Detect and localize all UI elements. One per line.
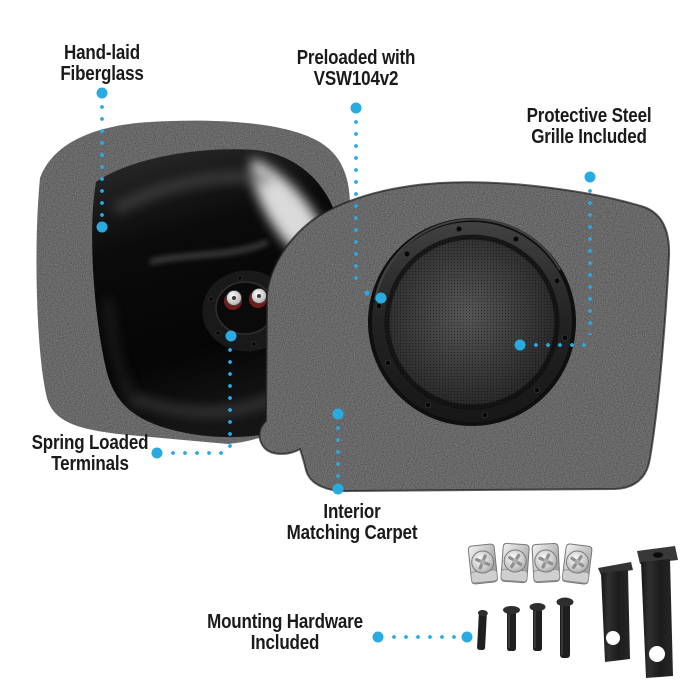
label-line-2: VSW104v2 [313,68,399,90]
connector-endpoint-dot [372,631,384,643]
mounting-clips [466,541,594,587]
dotted-connector-carpet [336,422,340,482]
connector-endpoint-dot [461,631,473,643]
dotted-connector-terminals-v [228,344,232,448]
connector-endpoint-dot [151,447,163,459]
connector-endpoint-dot [375,292,387,304]
connector-endpoint-dot [332,408,344,420]
connector-endpoint-dot [332,483,344,495]
label-line-1: Protective Steel [526,105,652,127]
callout-matching-carpet: Interior Matching Carpet [287,502,418,544]
bracket-hole [606,631,620,645]
connector-endpoint-dot [96,87,108,99]
dotted-connector-fiberglass [100,101,104,221]
dotted-connector-preloaded [354,116,358,284]
callout-hand-laid-fiberglass: Hand-laid Fiberglass [60,42,144,85]
connector-endpoint-dot [514,339,526,351]
dotted-connector-grille-v [588,185,592,335]
grille-mesh-perforation [385,235,559,409]
callout-preloaded-subwoofer: Preloaded with VSW104v2 [297,48,416,90]
mounting-hardware-kit [466,541,678,678]
label-line-2: Grille Included [531,126,647,148]
label-line-1: Preloaded with [296,47,416,69]
subwoofer-grille [368,218,576,426]
spring-terminal-posts [224,288,267,310]
dotted-connector-grille-h [530,343,588,347]
connector-endpoint-dot [96,221,108,233]
label-line-1: Mounting Hardware [207,611,363,633]
mounting-bracket-right [637,546,678,678]
connector-endpoint-dot [350,102,362,114]
label-line-2: Terminals [51,453,129,475]
callout-spring-terminals: Spring Loaded Terminals [32,433,149,475]
label-line-1: Hand-laid [64,42,140,64]
bracket-top-hole [653,552,663,558]
connector-endpoint-dot [584,171,596,183]
grille-mesh-inner-shadow [384,234,560,410]
label-line-2: Included [250,632,320,654]
dotted-connector-terminals-h [167,451,227,455]
label-line-2: Fiberglass [60,63,144,85]
connector-endpoint-dot [225,330,237,342]
mounting-bolts [477,597,574,658]
carpet-panel-edge [258,181,671,493]
dotted-connector-hardware [388,635,458,639]
label-line-2: Matching Carpet [286,522,418,544]
callout-steel-grille: Protective Steel Grille Included [527,106,652,148]
grille-screws [375,225,569,419]
callout-mounting-hardware: Mounting Hardware Included [207,612,363,654]
mounting-bracket-left [598,562,633,662]
label-line-1: Spring Loaded [31,432,149,454]
label-line-1: Interior [323,501,381,523]
enclosure-front-view [258,181,671,493]
connector-dot [364,290,370,296]
bracket-hole [649,646,665,662]
